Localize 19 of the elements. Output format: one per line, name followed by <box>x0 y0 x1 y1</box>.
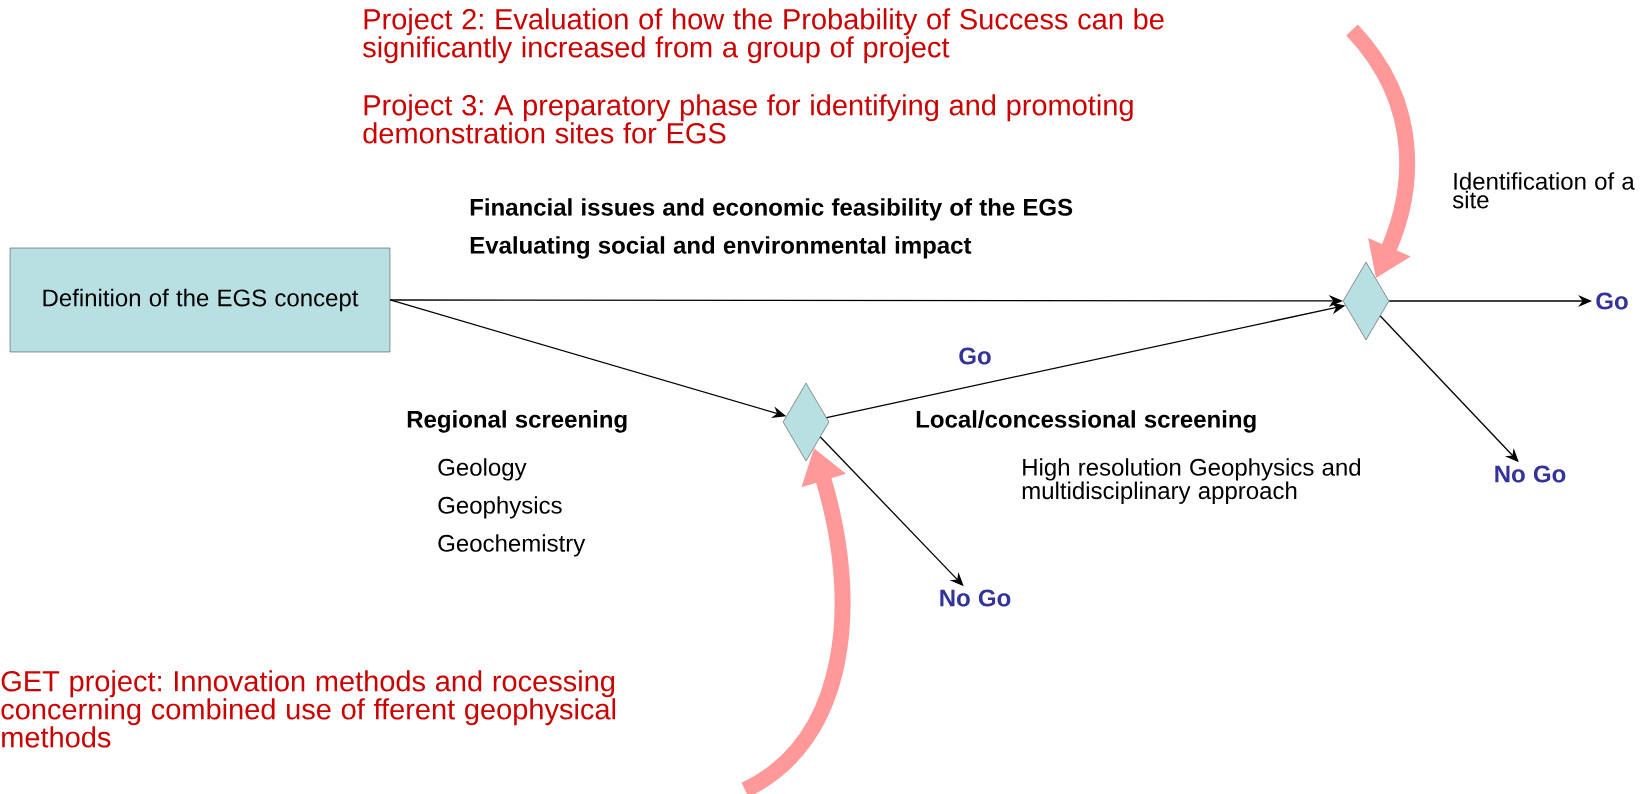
project-note: GET project: Innovation methods and rocessing concerning combined use of fferent geophysical methods <box>1 670 616 748</box>
criteria-label: Financial issues and economic feasibility of the EGS <box>470 198 1073 221</box>
site-label: Identification of a site <box>1452 172 1635 209</box>
edge-label: Go <box>956 345 994 367</box>
decision-diamond <box>1342 261 1390 341</box>
project-note: Project 2: Evaluation of how the Probability of Success can be significantly increased from a group of project <box>363 8 1164 64</box>
method-label: Geophysics <box>438 496 562 519</box>
method-label: Geology <box>438 458 527 481</box>
project-note: Project 3: A preparatory phase for identifying and promoting demonstration sites for EGS <box>363 94 1133 144</box>
outcome-label: No Go <box>940 589 1011 607</box>
phase-heading: Regional screening <box>407 410 627 433</box>
method-label: High resolution Geophysics and multidisciplinary approach <box>1022 458 1361 504</box>
outcome-label: Go <box>1596 292 1628 310</box>
process-box: Definition of the EGS concept <box>9 247 391 353</box>
decision-diamond <box>782 382 830 462</box>
method-label: Geochemistry <box>438 534 586 557</box>
outcome-label: No Go <box>1495 465 1566 483</box>
criteria-label: Evaluating social and environmental impact <box>470 236 972 259</box>
phase-heading: Local/concessional screening <box>916 410 1256 433</box>
